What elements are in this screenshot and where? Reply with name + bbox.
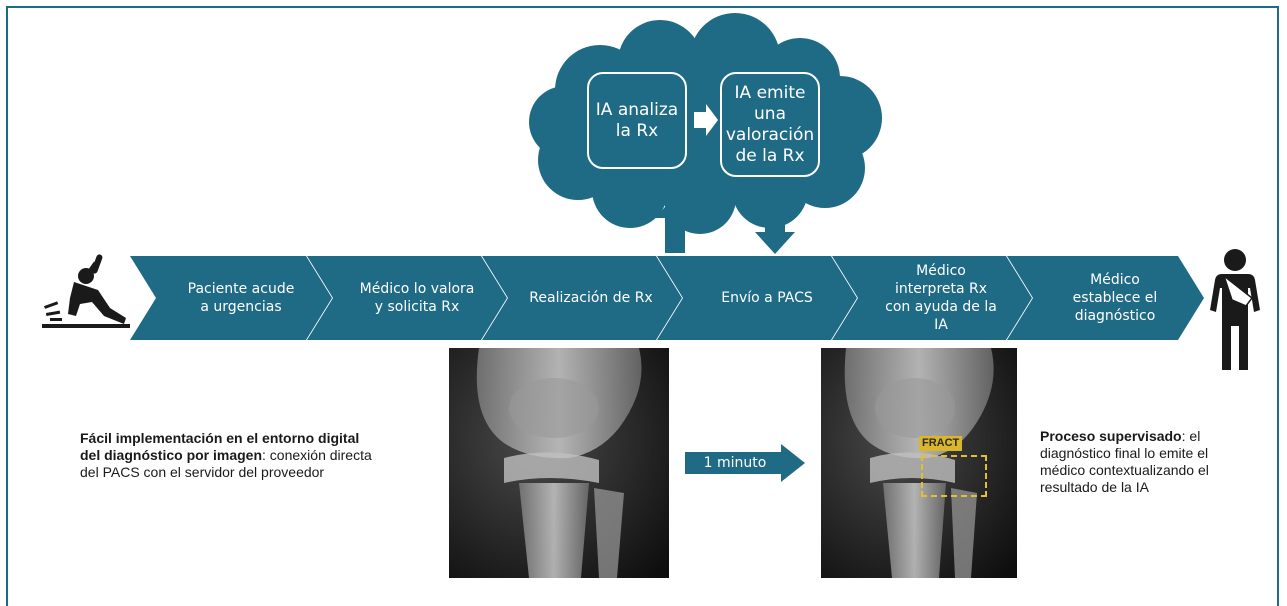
flow-step-6: Médico establece el diagnóstico xyxy=(1024,256,1184,340)
flow-step-1: Paciente acude a urgencias xyxy=(150,256,310,340)
fracture-tag: FRACT xyxy=(919,436,962,451)
xray-original xyxy=(449,348,669,578)
person-arm-sling-icon xyxy=(1208,248,1263,372)
fracture-bounding-box xyxy=(921,455,987,497)
xray-ai-image xyxy=(821,348,1017,578)
flow-step-4: Envío a PACS xyxy=(676,256,836,340)
left-note: Fácil implementación en el entorno digit… xyxy=(80,430,380,481)
flow-step-3: Realización de Rx xyxy=(500,256,660,340)
xray-ai-result: FRACT xyxy=(821,348,1017,578)
right-note-bold: Proceso supervisado xyxy=(1040,428,1182,444)
flow-step-2: Médico lo valora y solicita Rx xyxy=(326,256,486,340)
time-arrow-label: 1 minuto xyxy=(685,452,785,474)
falling-person-icon xyxy=(40,252,135,332)
xray-original-image xyxy=(449,348,669,578)
flow-step-5: Médico interpreta Rx con ayuda de la IA xyxy=(850,256,1010,340)
right-note: Proceso supervisado: el diagnóstico fina… xyxy=(1040,428,1240,496)
